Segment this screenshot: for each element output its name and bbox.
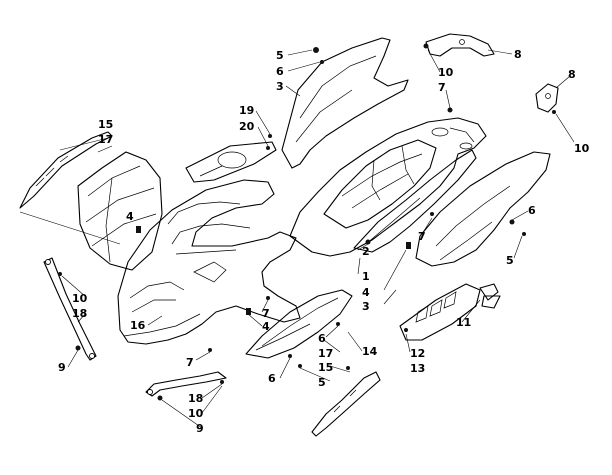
- bracket-8-right: [535, 83, 559, 113]
- callout-4: 4: [362, 286, 370, 299]
- callout-15: 15: [98, 118, 113, 131]
- callout-5: 5: [506, 254, 514, 267]
- callout-18: 18: [188, 392, 203, 405]
- callout-13: 13: [410, 362, 425, 375]
- callout-labels: 5 6 3 8 10 7 8 10 19 20 15 17 4 6 5 7 2 …: [58, 48, 590, 435]
- callout-8: 8: [514, 48, 522, 61]
- callout-7: 7: [418, 230, 426, 243]
- callout-5: 5: [276, 49, 284, 62]
- callout-15: 15: [318, 361, 333, 374]
- grab-bar-left: [43, 257, 97, 361]
- callout-16: 16: [130, 319, 146, 332]
- front-rail-part: [19, 131, 121, 245]
- callout-3: 3: [362, 300, 370, 313]
- callout-10: 10: [72, 292, 88, 305]
- callout-5: 5: [318, 376, 326, 389]
- callout-17: 17: [318, 347, 333, 360]
- callout-8: 8: [568, 68, 576, 81]
- callout-6: 6: [276, 65, 284, 78]
- callout-6: 6: [318, 332, 326, 345]
- callout-19: 19: [239, 104, 254, 117]
- footrest-rail: [311, 371, 381, 437]
- rear-fender-right: [415, 151, 551, 267]
- callout-2: 2: [362, 245, 370, 258]
- callout-4: 4: [126, 210, 134, 223]
- rear-storage-body: [289, 117, 487, 257]
- callout-12: 12: [410, 347, 425, 360]
- fasteners: [58, 43, 556, 401]
- callout-1: 1: [362, 270, 370, 283]
- callout-7: 7: [438, 81, 446, 94]
- callout-10: 10: [438, 66, 454, 79]
- callout-6: 6: [528, 204, 536, 217]
- front-cover-panel: [77, 151, 163, 271]
- callout-10: 10: [574, 142, 590, 155]
- callout-11: 11: [456, 316, 471, 329]
- callout-18: 18: [72, 307, 87, 320]
- front-fender-body: [117, 179, 301, 345]
- callout-10: 10: [188, 407, 204, 420]
- leader-lines: [59, 49, 575, 429]
- callout-17: 17: [98, 133, 113, 146]
- heat-shield-part: [399, 283, 501, 341]
- callout-9: 9: [196, 422, 204, 435]
- bracket-8-upper: [425, 33, 495, 57]
- callout-7: 7: [186, 356, 194, 369]
- upper-side-panel: [281, 37, 409, 169]
- callout-3: 3: [276, 80, 284, 93]
- callout-6: 6: [268, 372, 276, 385]
- callout-4: 4: [262, 320, 270, 333]
- callout-20: 20: [239, 120, 255, 133]
- callout-7: 7: [262, 307, 270, 320]
- grab-bar-lower: [145, 371, 227, 397]
- rear-fender-left-panel: [353, 149, 477, 253]
- storage-lid-part: [185, 141, 277, 183]
- callout-14: 14: [362, 345, 378, 358]
- footwell-panel: [245, 289, 353, 359]
- callout-9: 9: [58, 361, 66, 374]
